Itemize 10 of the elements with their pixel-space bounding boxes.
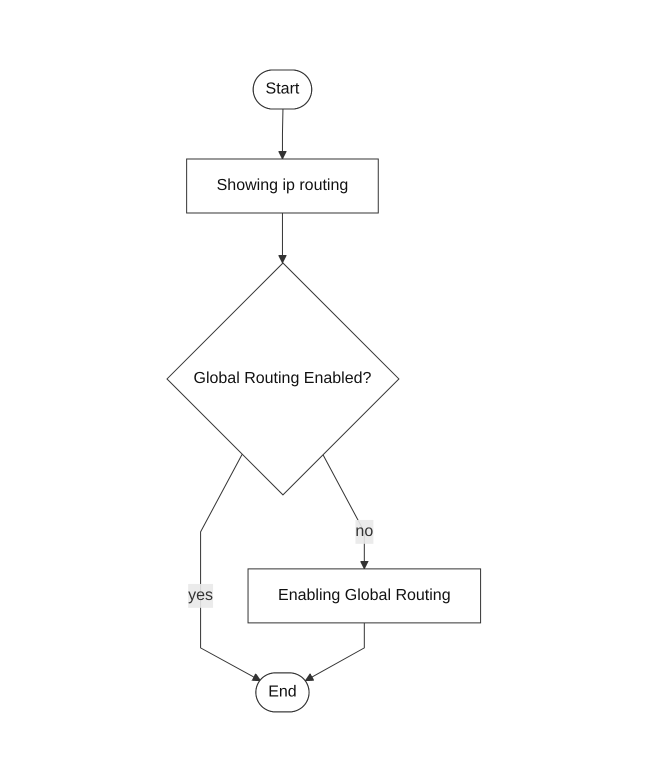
arrow xyxy=(278,109,287,160)
edge-label: yes xyxy=(188,586,213,604)
node-diamond: Global Routing Enabled? xyxy=(166,262,400,496)
arrow xyxy=(304,622,365,682)
arrow xyxy=(278,212,287,264)
node-box: Enabling Global Routing xyxy=(247,568,481,624)
edge-label: no xyxy=(355,522,373,540)
node-box: Showing ip routing xyxy=(186,158,378,214)
arrow xyxy=(322,454,368,570)
arrow xyxy=(200,454,261,682)
